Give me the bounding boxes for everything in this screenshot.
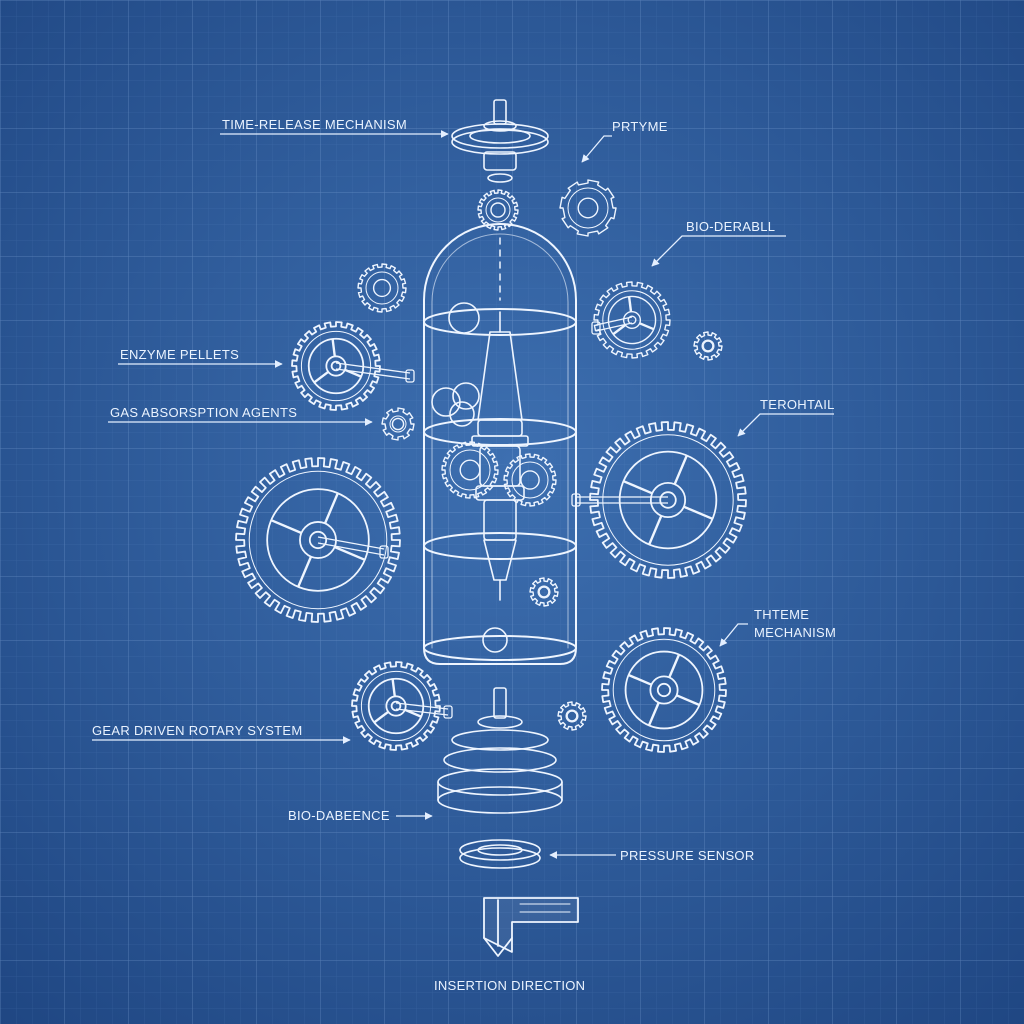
central-spindle (471, 311, 529, 601)
shaft-left-lower (395, 702, 453, 719)
label-bio-derabll: BIO-DERABLL (686, 219, 775, 234)
shaft-large-right (571, 493, 668, 507)
gear-prtyme (559, 179, 617, 237)
gear-mid-right-low (601, 627, 727, 753)
gear-tiny-right (693, 331, 723, 361)
label-terohtail: TEROHTAIL (760, 397, 835, 412)
capsule (423, 223, 577, 665)
label-mechanism: MECHANISM (754, 625, 836, 640)
top-cap-assembly (451, 99, 549, 183)
shaft-large-left (317, 536, 389, 559)
label-gas-absorption: GAS ABSORSPTION AGENTS (110, 405, 297, 420)
pellet-spheres (431, 302, 508, 653)
capsule-ring-mid (423, 418, 577, 446)
gear-tiny-low (557, 701, 587, 731)
labels: TIME-RELEASE MECHANISM PRTYME BIO-DERABL… (92, 117, 836, 993)
capsule-ring-low (423, 532, 577, 560)
insertion-arrow-icon (483, 897, 579, 957)
label-gear-driven: GEAR DRIVEN ROTARY SYSTEM (92, 723, 303, 738)
gear-top-small (477, 189, 519, 231)
label-thteme: THTEME (754, 607, 809, 622)
capsule-ring-top (423, 308, 577, 336)
label-bio-dabeence: BIO-DABEENCE (288, 808, 390, 823)
capsule-shell (423, 223, 577, 665)
gear-large-left (235, 457, 401, 623)
label-pressure-sensor: PRESSURE SENSOR (620, 848, 755, 863)
leader-lines (92, 130, 834, 859)
gear-inner-right (503, 453, 557, 507)
gear-inner-low (529, 577, 559, 607)
gear-large-right (589, 421, 747, 579)
capsule-ring-base (423, 635, 577, 661)
gear-inner-left (441, 441, 499, 499)
gears (235, 179, 747, 753)
gear-small-left (357, 263, 407, 313)
gear-right-upper (593, 281, 671, 359)
label-insertion-direction: INSERTION DIRECTION (434, 978, 585, 993)
shaft-right-upper (591, 316, 633, 335)
label-prtyme: PRTYME (612, 119, 668, 134)
label-enzyme-pellets: ENZYME PELLETS (120, 347, 239, 362)
base-assembly (437, 687, 563, 869)
shaft-left-upper (335, 362, 415, 383)
label-time-release: TIME-RELEASE MECHANISM (222, 117, 407, 132)
gear-tiny-left (381, 407, 415, 441)
